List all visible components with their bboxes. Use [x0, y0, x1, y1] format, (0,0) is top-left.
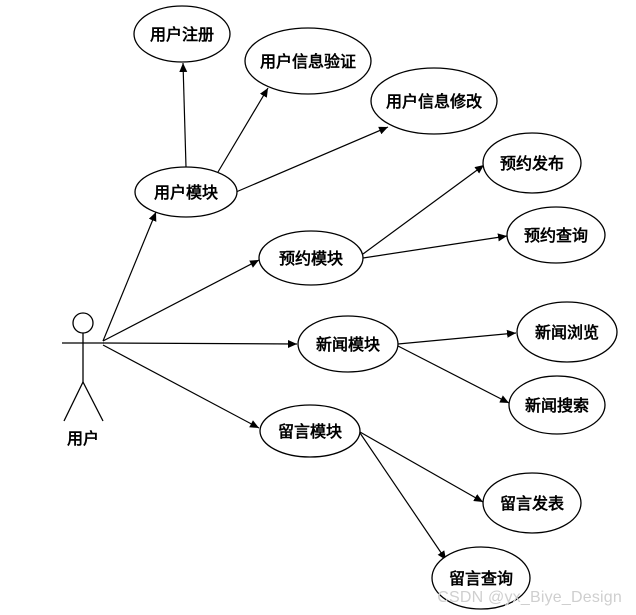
edge-user-module-verify — [217, 87, 269, 173]
node-message-module-label: 留言模块 — [278, 422, 343, 441]
edge-news-search — [397, 345, 510, 404]
node-user-info-modify-label: 用户信息修改 — [386, 92, 483, 111]
node-news-module: 新闻模块 — [297, 315, 399, 373]
edge-actor-booking-module — [102, 259, 260, 342]
node-user-module-label: 用户模块 — [154, 183, 219, 202]
edge-user-module-register — [179, 62, 188, 168]
edge-actor-user-module — [102, 211, 157, 342]
actor-user — [62, 312, 104, 422]
node-user-register-label: 用户注册 — [150, 25, 214, 44]
node-message-publish: 留言发表 — [482, 472, 582, 534]
edge-actor-news-module — [102, 339, 298, 348]
edge-actor-message-module — [102, 344, 260, 429]
actor-label: 用户 — [67, 429, 99, 448]
node-booking-module-label: 预约模块 — [279, 249, 344, 268]
edges — [102, 62, 517, 561]
node-booking-publish-label: 预约发布 — [500, 154, 564, 173]
node-booking-query: 预约查询 — [506, 206, 606, 264]
watermark: CSDN @yx_Biye_Design — [437, 589, 622, 606]
node-user-info-verify: 用户信息验证 — [244, 27, 372, 95]
node-user-info-verify-label: 用户信息验证 — [260, 52, 356, 71]
node-news-browse: 新闻浏览 — [516, 301, 618, 363]
actor-right-leg — [82, 381, 104, 422]
node-news-module-label: 新闻模块 — [316, 335, 381, 354]
edge-user-module-modify — [235, 126, 389, 193]
node-message-publish-label: 留言发表 — [500, 494, 565, 513]
node-booking-query-label: 预约查询 — [524, 226, 588, 245]
node-message-query: 留言查询 — [431, 546, 531, 610]
edge-message-publish — [359, 431, 484, 503]
edge-booking-query — [362, 233, 508, 259]
node-user-info-modify: 用户信息修改 — [370, 67, 498, 135]
actor-left-leg — [63, 381, 84, 422]
edge-message-query — [359, 432, 447, 561]
node-booking-module: 预约模块 — [258, 230, 364, 286]
node-user-register: 用户注册 — [133, 5, 231, 63]
actor-head — [72, 312, 94, 334]
node-news-search-label: 新闻搜索 — [525, 396, 589, 415]
node-message-module: 留言模块 — [259, 404, 361, 458]
node-news-browse-label: 新闻浏览 — [535, 323, 599, 342]
node-booking-publish: 预约发布 — [482, 132, 582, 194]
node-user-module: 用户模块 — [134, 166, 238, 218]
node-message-query-label: 留言查询 — [449, 569, 513, 588]
edge-booking-publish — [362, 164, 485, 255]
edge-news-browse — [397, 329, 517, 345]
node-news-search: 新闻搜索 — [508, 375, 606, 435]
